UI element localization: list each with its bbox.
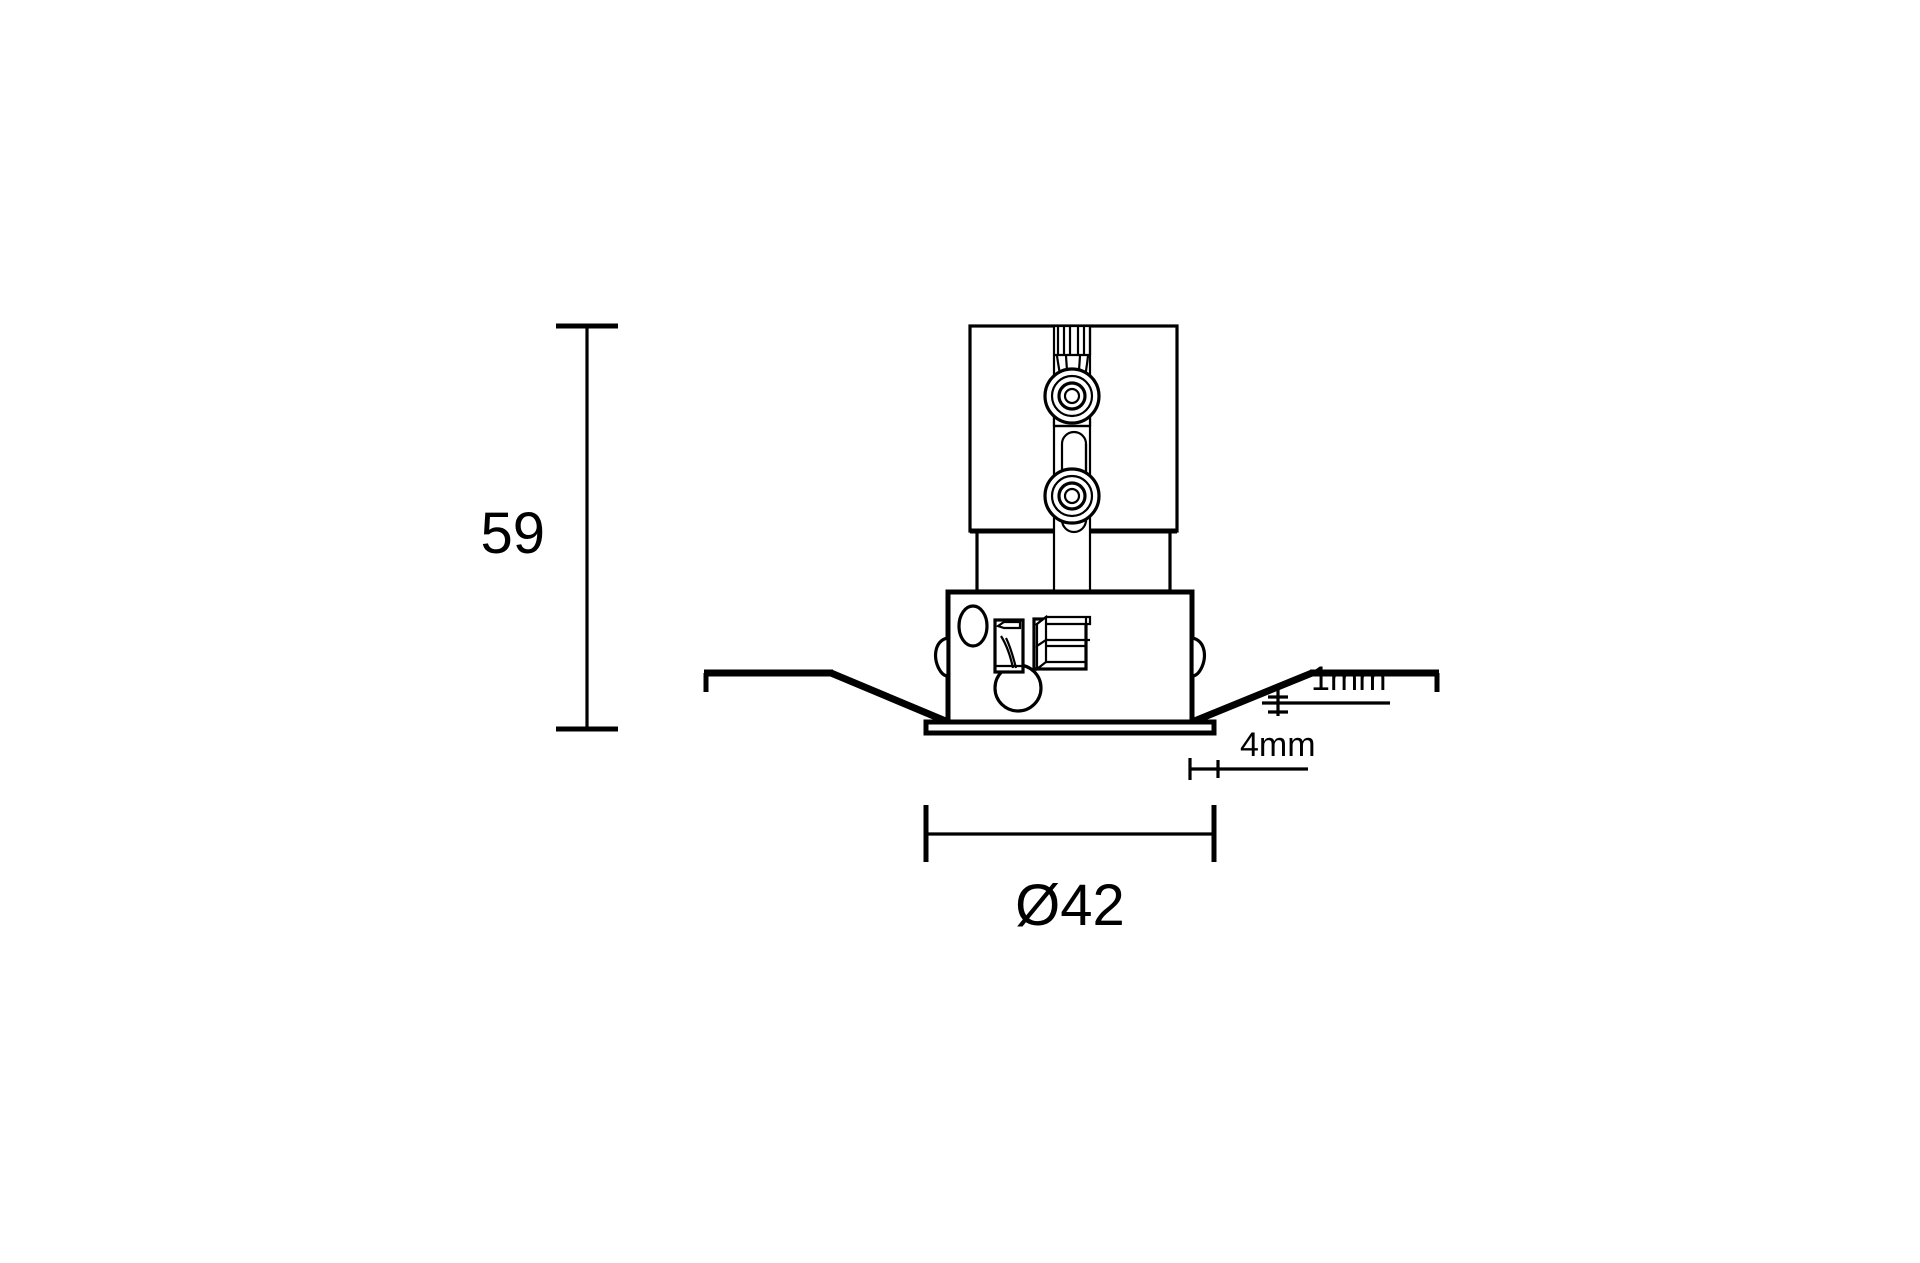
height-dim-label: 59 (480, 501, 545, 566)
diameter-dimension-group: Ø42 (923, 805, 1217, 938)
pivot-upper-socket (1063, 387, 1081, 405)
diameter-dim-label: Ø42 (1015, 873, 1125, 938)
pivot-lower-socket (1063, 487, 1081, 505)
trim-flange-profile (923, 719, 1217, 736)
ceiling-right-slope (1190, 669, 1314, 726)
ceiling-left-slope (829, 669, 950, 726)
spring-clip-right (1190, 636, 1207, 678)
push-fit-connector (1032, 614, 1092, 672)
trim-offset-label: 4mm (1240, 726, 1316, 764)
ceiling-thickness-label: 1mm (1311, 660, 1387, 698)
trim-offset-dimension: 4mm (1188, 726, 1316, 780)
connector-top-chamfer (995, 620, 1022, 630)
vent-hole (957, 604, 989, 648)
height-dimension-group: 59 (480, 323, 618, 732)
ceiling-thickness-dimension: 1mm (1262, 660, 1390, 716)
spring-clip-left (933, 636, 950, 678)
ceiling-plane-group (703, 669, 1440, 726)
connector-wire (1000, 635, 1015, 669)
driver-housing-box (933, 589, 1207, 725)
terminal-connector-block (993, 618, 1025, 674)
trim-flange-ring (923, 719, 1217, 736)
pivot-screw-upper (1043, 367, 1101, 425)
pivot-screw-lower (1043, 467, 1101, 525)
